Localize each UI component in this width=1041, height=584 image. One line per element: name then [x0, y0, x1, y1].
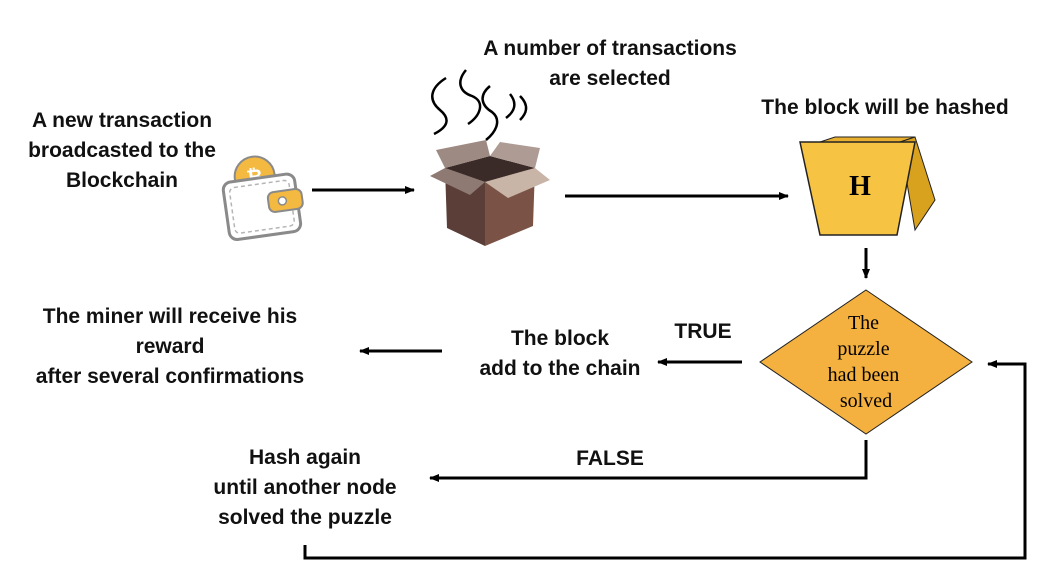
hash-block-icon: H — [799, 136, 936, 236]
label-transactions-selected: A number of transactions are selected — [483, 37, 737, 90]
edge-label-false: FALSE — [576, 447, 644, 470]
label-hash-again: Hash again until another node solved the… — [213, 446, 397, 529]
bitcoin-wallet-icon: ₿ — [221, 155, 304, 241]
svg-text:The puzzle had: The puzzle had been solved — [828, 312, 905, 412]
label-block-hashed: The block will be hashed — [761, 96, 1009, 119]
hash-letter: H — [849, 171, 871, 202]
decision-line-4: solved — [840, 390, 892, 412]
label-miner-reward: The miner will receive his reward after … — [35, 305, 305, 388]
decision-line-1: The — [848, 312, 879, 334]
label-new-transaction: A new transaction broadcasted to the Blo… — [28, 109, 216, 192]
arrow-false-to-hash-again — [429, 440, 868, 482]
decision-line-2: puzzle — [837, 338, 889, 360]
decision-diamond: The puzzle had been solved — [759, 289, 973, 435]
edge-label-true: TRUE — [674, 320, 732, 343]
open-box-icon — [430, 69, 550, 246]
label-block-add-chain: The block add to the chain — [479, 327, 641, 380]
decision-line-3: had been — [828, 364, 900, 386]
arrow-loop-back-to-decision — [303, 360, 1027, 560]
